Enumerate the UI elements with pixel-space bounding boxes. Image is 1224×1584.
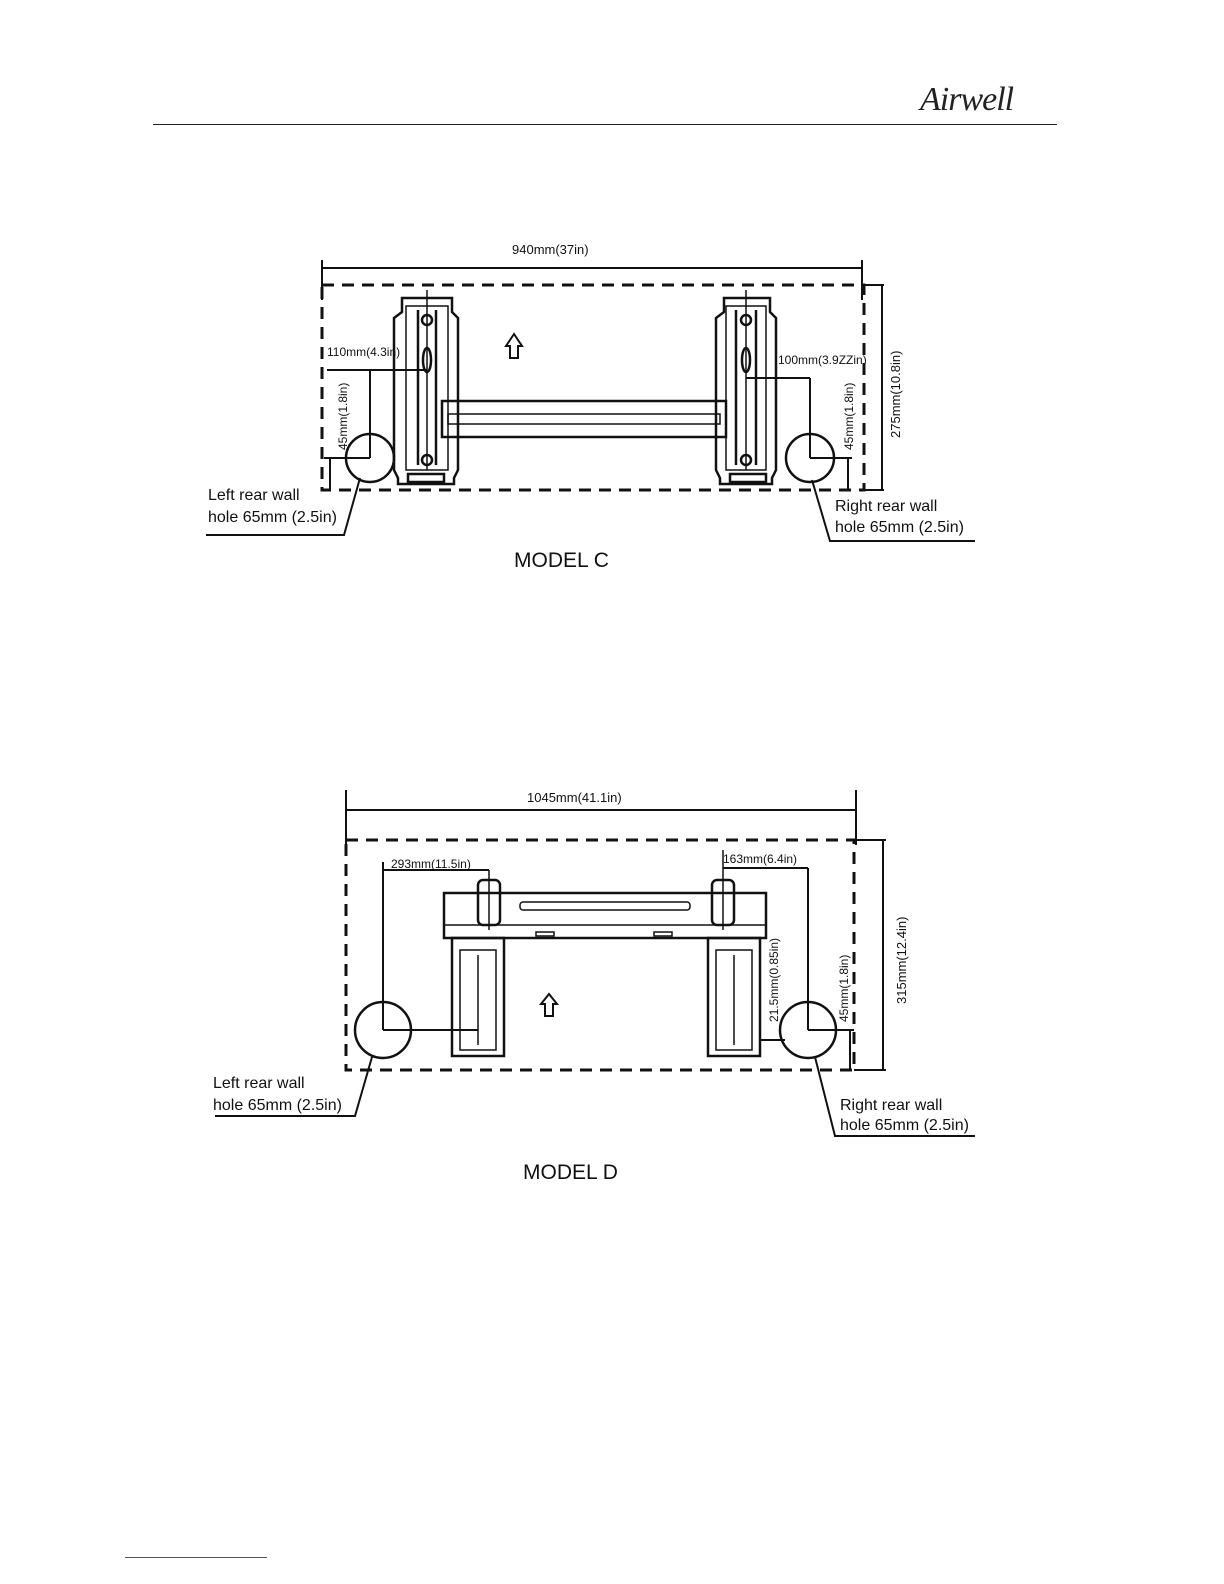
airwell-logo: Airwell xyxy=(918,81,1015,118)
model-c-right-offset-dim: 100mm(3.9ZZin) xyxy=(778,353,867,367)
model-d-right-leg xyxy=(706,936,762,1058)
model-d-left-hole-label-line2: hole 65mm (2.5in) xyxy=(213,1097,342,1114)
model-d-right-hook xyxy=(710,850,736,930)
brand-logo-text: Airwell xyxy=(918,81,1014,118)
model-c-left-offset-dim: 110mm(4.3in) xyxy=(327,345,400,359)
model-d-right-wall-hole xyxy=(778,1000,838,1060)
model-c-left-hole-height-dim: 45mm(1.8in) xyxy=(336,383,350,450)
model-c-right-hole-label-line2: hole 65mm (2.5in) xyxy=(835,519,964,536)
model-c-right-hole-height-dim: 45mm(1.8in) xyxy=(842,383,856,450)
model-c-right-bracket xyxy=(714,290,778,486)
model-c-unit-outline xyxy=(320,283,866,492)
model-c-right-wall-hole xyxy=(784,432,836,484)
model-c-cross-bar xyxy=(440,399,728,439)
footer-rule xyxy=(125,1557,267,1558)
model-d-unit-outline xyxy=(344,838,856,1072)
model-d-right-hole-label-line2: hole 65mm (2.5in) xyxy=(840,1117,969,1134)
model-d-bracket-dim: 21.5mm(0.85in) xyxy=(767,938,781,1022)
model-d-diagram xyxy=(215,790,975,1137)
model-d-left-hole-label-line1: Left rear wall xyxy=(213,1075,305,1092)
model-c-left-bracket xyxy=(392,290,460,486)
model-c-left-hole-label-line2: hole 65mm (2.5in) xyxy=(208,509,337,526)
model-c-up-arrow xyxy=(504,332,524,359)
model-d-right-offset-dim: 163mm(6.4in) xyxy=(723,852,797,866)
model-c-height-dim: 275mm(10.8in) xyxy=(888,351,903,438)
model-d-width-dim: 1045mm(41.1in) xyxy=(527,790,622,805)
model-d-height-dim: 315mm(12.4in) xyxy=(894,917,909,1004)
model-c-title: MODEL C xyxy=(514,549,609,572)
model-d-right-hole-label-line1: Right rear wall xyxy=(840,1097,942,1114)
model-d-left-offset-dim: 293mm(11.5in) xyxy=(391,857,471,871)
model-d-top-rail xyxy=(442,891,768,940)
model-d-left-hook xyxy=(476,870,502,930)
model-d-left-wall-hole xyxy=(353,1000,413,1060)
model-c-left-hole-label-line1: Left rear wall xyxy=(208,487,300,504)
model-d-left-leg xyxy=(450,936,506,1058)
model-c-width-dim: 940mm(37in) xyxy=(512,242,589,257)
model-d-title: MODEL D xyxy=(523,1161,618,1184)
model-c-left-wall-hole xyxy=(344,432,396,484)
model-d-labels: 1045mm(41.1in) 315mm(12.4in) 293mm(11.5i… xyxy=(213,790,969,1184)
model-c-right-hole-label-line1: Right rear wall xyxy=(835,498,937,515)
model-d-right-hole-height-dim: 45mm(1.8in) xyxy=(837,955,851,1022)
model-d-up-arrow xyxy=(538,992,560,1017)
model-c-labels: 940mm(37in) 275mm(10.8in) 110mm(4.3in) 1… xyxy=(208,242,964,572)
header-rule xyxy=(153,124,1057,125)
model-c-diagram xyxy=(206,260,975,542)
